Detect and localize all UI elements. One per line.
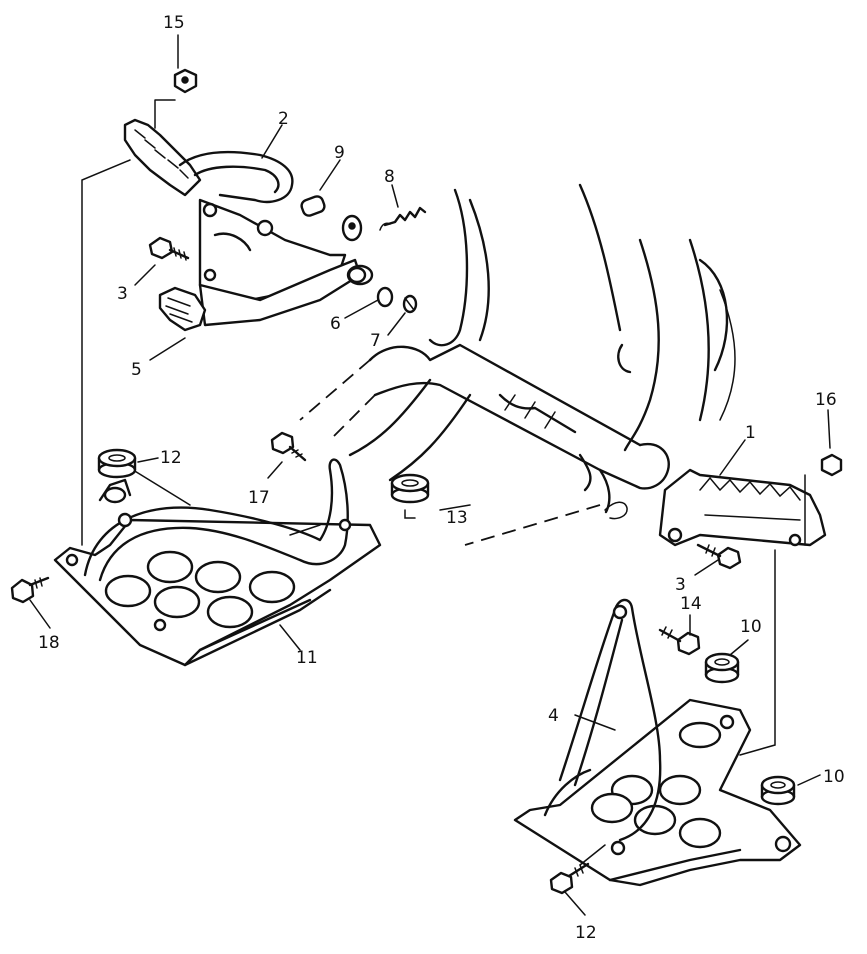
callout-12-center: 13 <box>446 508 468 528</box>
callout-10-upper: 10 <box>740 617 762 637</box>
callout-16: 17 <box>248 488 270 508</box>
callout-2: 2 <box>278 109 289 129</box>
left-footguard-drawing <box>53 458 382 667</box>
callout-3-right: 3 <box>675 575 686 595</box>
bolt-3-right <box>696 543 742 570</box>
callout-7: 8 <box>384 167 395 187</box>
callout-8: 9 <box>334 143 345 163</box>
callout-4: 5 <box>131 360 142 380</box>
callout-6: 7 <box>370 331 381 351</box>
bolt-14 <box>549 862 590 895</box>
callout-9: 4 <box>548 706 559 726</box>
bolt-13 <box>658 626 701 656</box>
callout-labels: 15 2 9 8 3 6 7 5 12 17 13 1 16 3 18 11 1… <box>38 13 845 943</box>
callout-13: 14 <box>680 594 702 614</box>
grommet-12-left <box>97 448 137 479</box>
right-footpeg-drawing <box>658 468 827 547</box>
callout-11: 11 <box>296 648 318 668</box>
callout-10-lower: 10 <box>823 767 845 787</box>
frame-tube-drawing <box>299 183 736 546</box>
right-footguard-drawing <box>513 598 802 887</box>
bolt-16 <box>270 431 307 462</box>
grommet-10-upper <box>704 652 740 684</box>
nut-15 <box>820 453 843 477</box>
bolt-17 <box>10 576 50 604</box>
callout-3-left: 3 <box>117 284 128 304</box>
left-footpeg-assembly <box>123 118 374 332</box>
callout-14: 12 <box>575 923 597 943</box>
callout-12-left: 12 <box>160 448 182 468</box>
nut-18 <box>173 68 198 94</box>
grommet-10-lower <box>760 775 796 806</box>
small-parts <box>300 195 427 314</box>
callout-17: 18 <box>38 633 60 653</box>
callout-5: 6 <box>330 314 341 334</box>
callout-1: 1 <box>745 423 756 443</box>
callout-18: 15 <box>163 13 185 33</box>
grommet-12-center <box>390 473 430 504</box>
bolt-3-left <box>148 236 190 261</box>
callout-15: 16 <box>815 390 837 410</box>
leader-lines <box>29 34 831 916</box>
